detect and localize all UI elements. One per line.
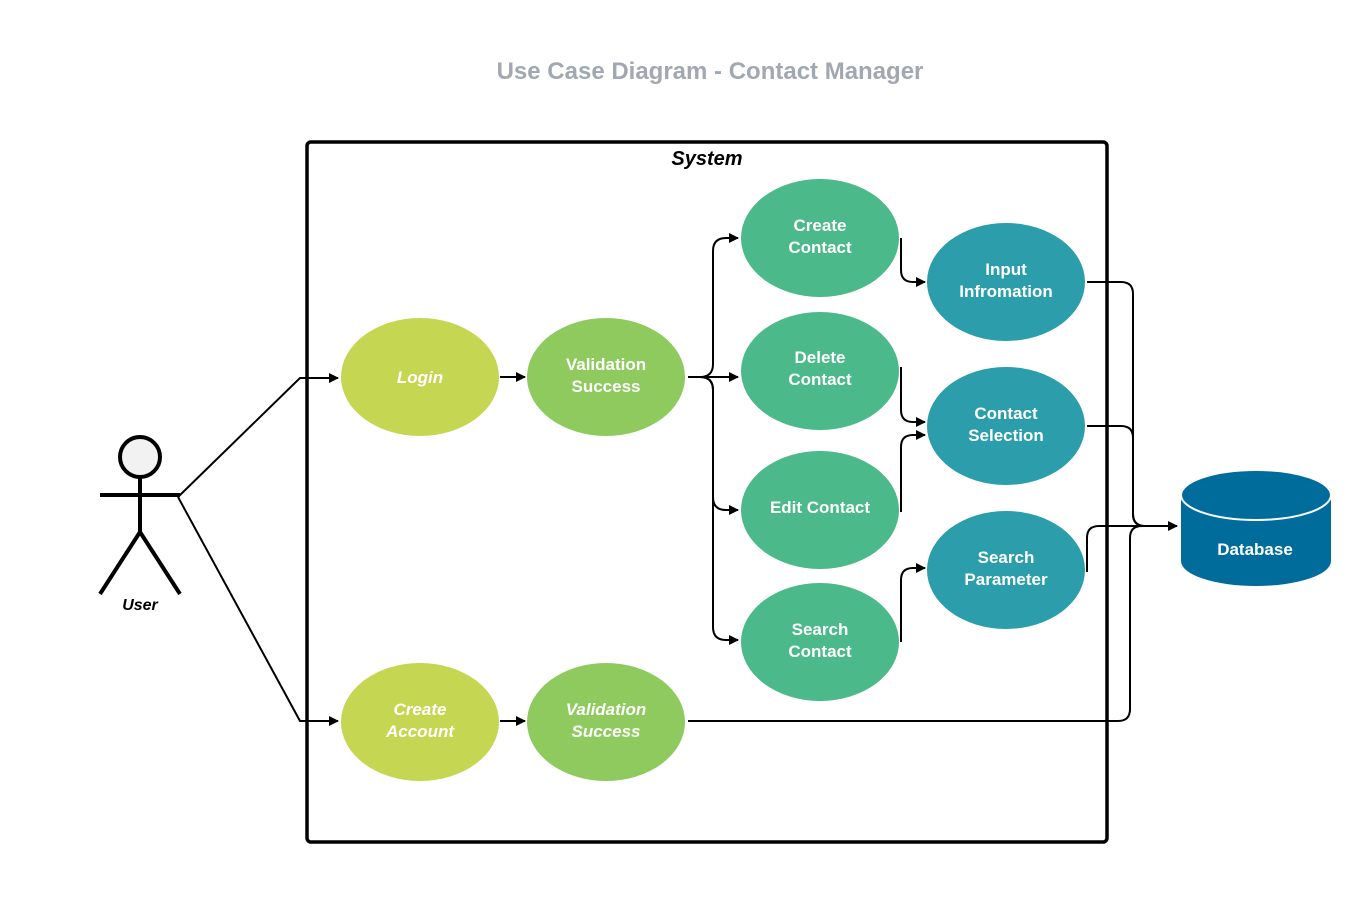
use-case-edit-contact-text: Edit Contact xyxy=(770,498,870,517)
use-case-validation-success-1-line-1: Validation xyxy=(566,355,646,374)
edge-delete-contact-selection xyxy=(900,367,926,427)
actor-label: User xyxy=(122,597,158,614)
use-case-create-account-line-2: Account xyxy=(385,722,455,741)
use-case-validation-success-2-line-2: Success xyxy=(572,722,641,741)
system-label: System xyxy=(671,148,742,170)
use-case-search-parameter[interactable]: Search Parameter xyxy=(927,511,1085,629)
use-case-search-contact-line-2: Contact xyxy=(788,642,852,661)
edge-selection-database xyxy=(1087,425,1177,527)
use-case-create-contact-line-2: Contact xyxy=(788,238,852,257)
use-case-validation-success-2[interactable]: Validation Success xyxy=(527,663,685,781)
use-case-search-parameter-line-1: Search xyxy=(978,548,1035,567)
use-case-create-account[interactable]: Create Account xyxy=(341,663,499,781)
use-case-input-information[interactable]: Input Infromation xyxy=(927,223,1085,341)
edge-user-login xyxy=(177,373,339,498)
use-case-edit-contact[interactable]: Edit Contact xyxy=(741,451,899,569)
edge-edit-contact-selection xyxy=(900,430,926,512)
edge-parameter-database xyxy=(1086,525,1177,572)
edges xyxy=(177,233,1178,726)
use-case-contact-selection[interactable]: Contact Selection xyxy=(927,367,1085,485)
use-case-validation-success-1-line-2: Success xyxy=(572,377,641,396)
use-case-login-text: Login xyxy=(397,368,443,387)
database-label: Database xyxy=(1217,540,1293,559)
use-case-input-information-line-1: Input xyxy=(985,260,1027,279)
edge-validation2-database xyxy=(688,525,1177,722)
system-boundary xyxy=(305,140,1109,844)
use-case-login[interactable]: Login xyxy=(341,318,499,436)
use-case-delete-contact-line-2: Contact xyxy=(788,370,852,389)
use-case-delete-contact[interactable]: Delete Contact xyxy=(741,312,899,430)
use-case-delete-contact-line-1: Delete xyxy=(794,348,845,367)
database-cylinder[interactable]: Database xyxy=(1180,469,1332,586)
use-case-search-parameter-line-2: Parameter xyxy=(964,570,1048,589)
diagram-title: Use Case Diagram - Contact Manager xyxy=(497,58,924,85)
edge-validation-search-contact xyxy=(688,376,739,645)
use-case-create-account-line-1: Create xyxy=(394,700,447,719)
edge-create-contact-input xyxy=(900,238,926,287)
use-case-input-information-line-2: Infromation xyxy=(959,282,1053,301)
edge-search-contact-parameter xyxy=(900,563,926,642)
edge-user-create-account xyxy=(177,496,339,726)
edge-validation-create-contact xyxy=(688,233,739,378)
use-case-contact-selection-line-1: Contact xyxy=(974,404,1038,423)
use-case-search-contact[interactable]: Search Contact xyxy=(741,583,899,701)
actor-user xyxy=(98,435,182,596)
use-case-search-contact-line-1: Search xyxy=(792,620,849,639)
use-case-create-contact-line-1: Create xyxy=(794,216,847,235)
use-case-validation-success-2-line-1: Validation xyxy=(566,700,647,719)
use-case-contact-selection-line-2: Selection xyxy=(968,426,1044,445)
use-case-create-contact[interactable]: Create Contact xyxy=(741,179,899,297)
use-case-validation-success-1[interactable]: Validation Success xyxy=(527,318,685,436)
